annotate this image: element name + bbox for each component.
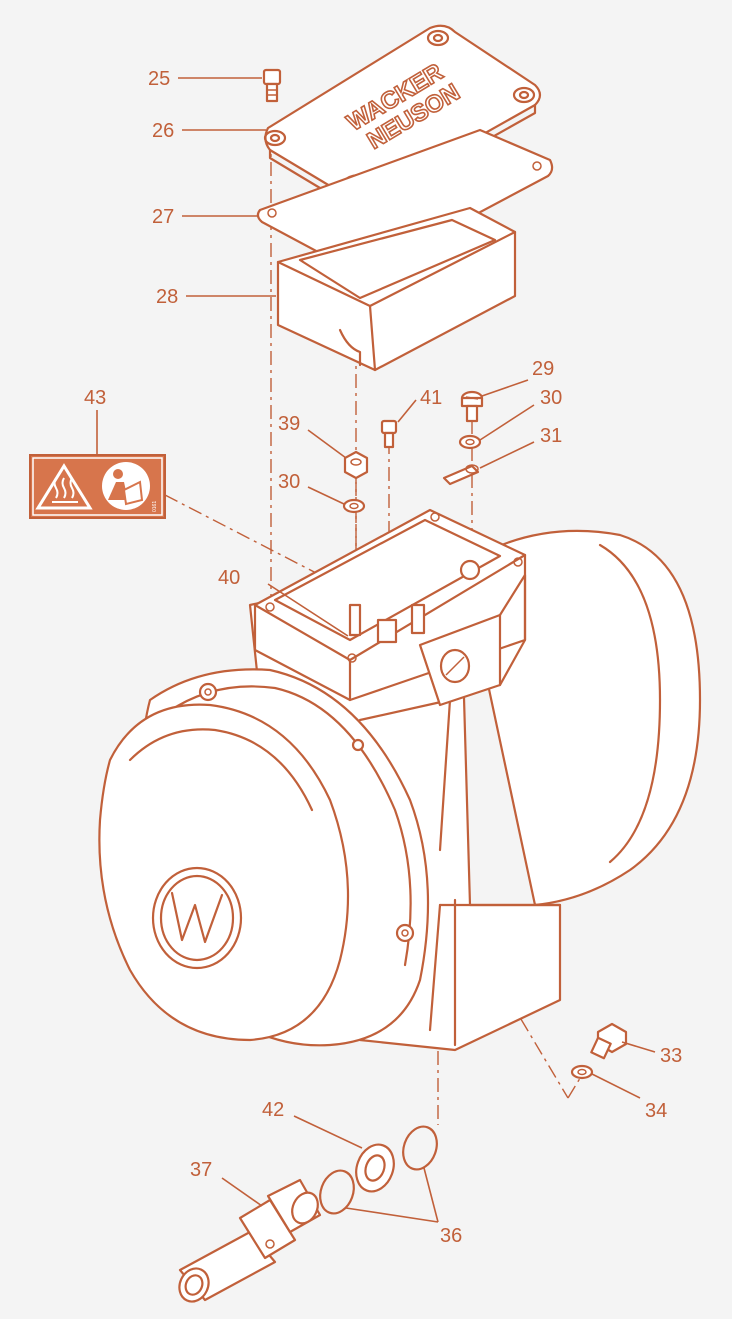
callout-30b: 30 [278,471,300,493]
callout-30a: 30 [540,387,562,409]
warning-label: 0161 [29,454,166,519]
screw-29 [460,390,484,423]
callout-41: 41 [420,387,442,409]
label-small-text: 0161 [152,501,158,512]
callout-29: 29 [532,358,554,380]
callout-31: 31 [540,425,562,447]
callout-42: 42 [262,1099,284,1121]
junction-box-frame [276,206,517,372]
seal-ring-42 [355,1143,395,1193]
callout-40: 40 [218,567,240,589]
callout-36: 36 [440,1225,462,1247]
callout-33: 33 [660,1045,682,1067]
callout-25: 25 [148,68,170,90]
cable-gland-37 [178,1178,322,1303]
leader-lines [96,77,656,1223]
callouts: 25 26 27 28 29 30 31 41 39 30 43 40 33 3… [84,68,682,1247]
callout-27: 27 [152,206,174,228]
washer-30b [342,498,366,514]
screw-25 [262,68,282,103]
o-ring-36b [319,1169,355,1215]
callout-43: 43 [84,387,106,409]
nut-39 [343,450,369,480]
seal-34 [570,1064,594,1080]
o-ring-36a [402,1125,438,1171]
callout-37: 37 [190,1159,212,1181]
screw-41 [380,419,398,449]
w-logo-icon [170,891,224,944]
plug-screw-33 [590,1022,628,1060]
terminal-31 [442,464,480,486]
top-cover: WACKER NEUSON [263,24,542,209]
callout-34: 34 [645,1100,667,1122]
callout-28: 28 [156,286,178,308]
callout-26: 26 [152,120,174,142]
washer-30a [458,434,482,450]
vibrator-body [98,508,702,1052]
callout-39: 39 [278,413,300,435]
